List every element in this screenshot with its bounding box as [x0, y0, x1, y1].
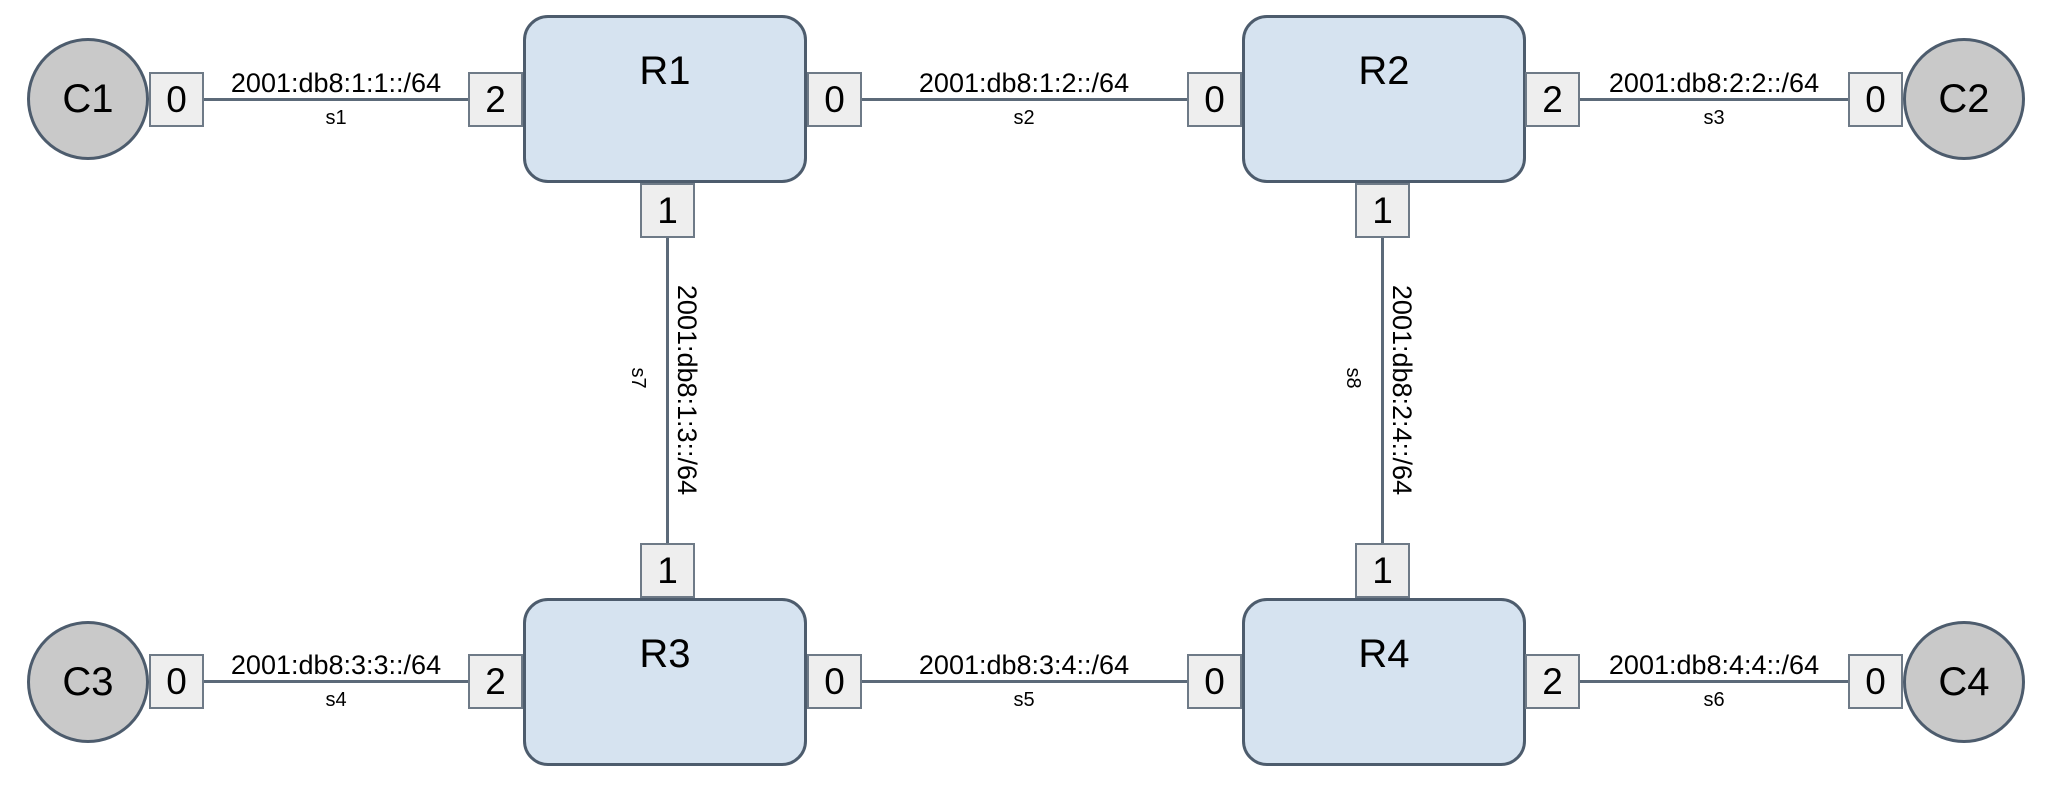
link-s2-name-label: s2	[1013, 107, 1035, 129]
client-c1-label: C1	[62, 76, 114, 121]
link-s7-name-label: s7	[627, 367, 649, 389]
c1-port-0[interactable]: 0	[149, 72, 204, 127]
r1-port-1[interactable]: 1	[640, 183, 695, 238]
link-s8-subnet-label: 2001:db8:2:4::/64	[1387, 284, 1417, 496]
client-node-c3[interactable]: C3	[27, 621, 149, 743]
link-s6-subnet-label: 2001:db8:4:4::/64	[1608, 650, 1820, 680]
client-c3-label: C3	[62, 659, 114, 704]
router-r2-label: R2	[1358, 49, 1410, 93]
link-s1-subnet-label: 2001:db8:1:1::/64	[230, 68, 442, 98]
link-s3-line[interactable]	[1580, 98, 1848, 101]
client-node-c4[interactable]: C4	[1903, 621, 2025, 743]
router-r4-label: R4	[1358, 632, 1410, 676]
client-c4-label: C4	[1938, 659, 1990, 704]
router-node-r1[interactable]: R1	[523, 15, 807, 183]
link-s2-subnet-label: 2001:db8:1:2::/64	[918, 68, 1130, 98]
link-s5-name-label: s5	[1013, 689, 1035, 711]
link-s1-name-label: s1	[325, 107, 347, 129]
r4-port-1[interactable]: 1	[1355, 543, 1410, 598]
r4-port-0[interactable]: 0	[1187, 654, 1242, 709]
link-s6-line[interactable]	[1580, 680, 1848, 683]
link-s4-subnet-label: 2001:db8:3:3::/64	[230, 650, 442, 680]
link-s1-line[interactable]	[204, 98, 468, 101]
link-s6-name-label: s6	[1703, 689, 1725, 711]
link-s3-name-label: s3	[1703, 107, 1725, 129]
router-node-r3[interactable]: R3	[523, 598, 807, 766]
router-node-r2[interactable]: R2	[1242, 15, 1526, 183]
link-s2-line[interactable]	[862, 98, 1187, 101]
client-c2-label: C2	[1938, 76, 1990, 121]
link-s8-line[interactable]	[1381, 238, 1384, 543]
r2-port-0[interactable]: 0	[1187, 72, 1242, 127]
link-s7-line[interactable]	[666, 238, 669, 543]
link-s5-line[interactable]	[862, 680, 1187, 683]
link-s4-name-label: s4	[325, 689, 347, 711]
r3-port-0[interactable]: 0	[807, 654, 862, 709]
r2-port-2[interactable]: 2	[1525, 72, 1580, 127]
link-s3-subnet-label: 2001:db8:2:2::/64	[1608, 68, 1820, 98]
r3-port-2[interactable]: 2	[468, 654, 523, 709]
r2-port-1[interactable]: 1	[1355, 183, 1410, 238]
router-node-r4[interactable]: R4	[1242, 598, 1526, 766]
link-s4-line[interactable]	[204, 680, 468, 683]
c3-port-0[interactable]: 0	[149, 654, 204, 709]
router-r3-label: R3	[639, 632, 691, 676]
link-s7-subnet-label: 2001:db8:1:3::/64	[672, 284, 702, 496]
client-node-c1[interactable]: C1	[27, 38, 149, 160]
c2-port-0[interactable]: 0	[1848, 72, 1903, 127]
r3-port-1[interactable]: 1	[640, 543, 695, 598]
c4-port-0[interactable]: 0	[1848, 654, 1903, 709]
link-s5-subnet-label: 2001:db8:3:4::/64	[918, 650, 1130, 680]
r1-port-0[interactable]: 0	[807, 72, 862, 127]
r1-port-2[interactable]: 2	[468, 72, 523, 127]
client-node-c2[interactable]: C2	[1903, 38, 2025, 160]
link-s8-name-label: s8	[1342, 367, 1364, 389]
r4-port-2[interactable]: 2	[1525, 654, 1580, 709]
router-r1-label: R1	[639, 49, 691, 93]
